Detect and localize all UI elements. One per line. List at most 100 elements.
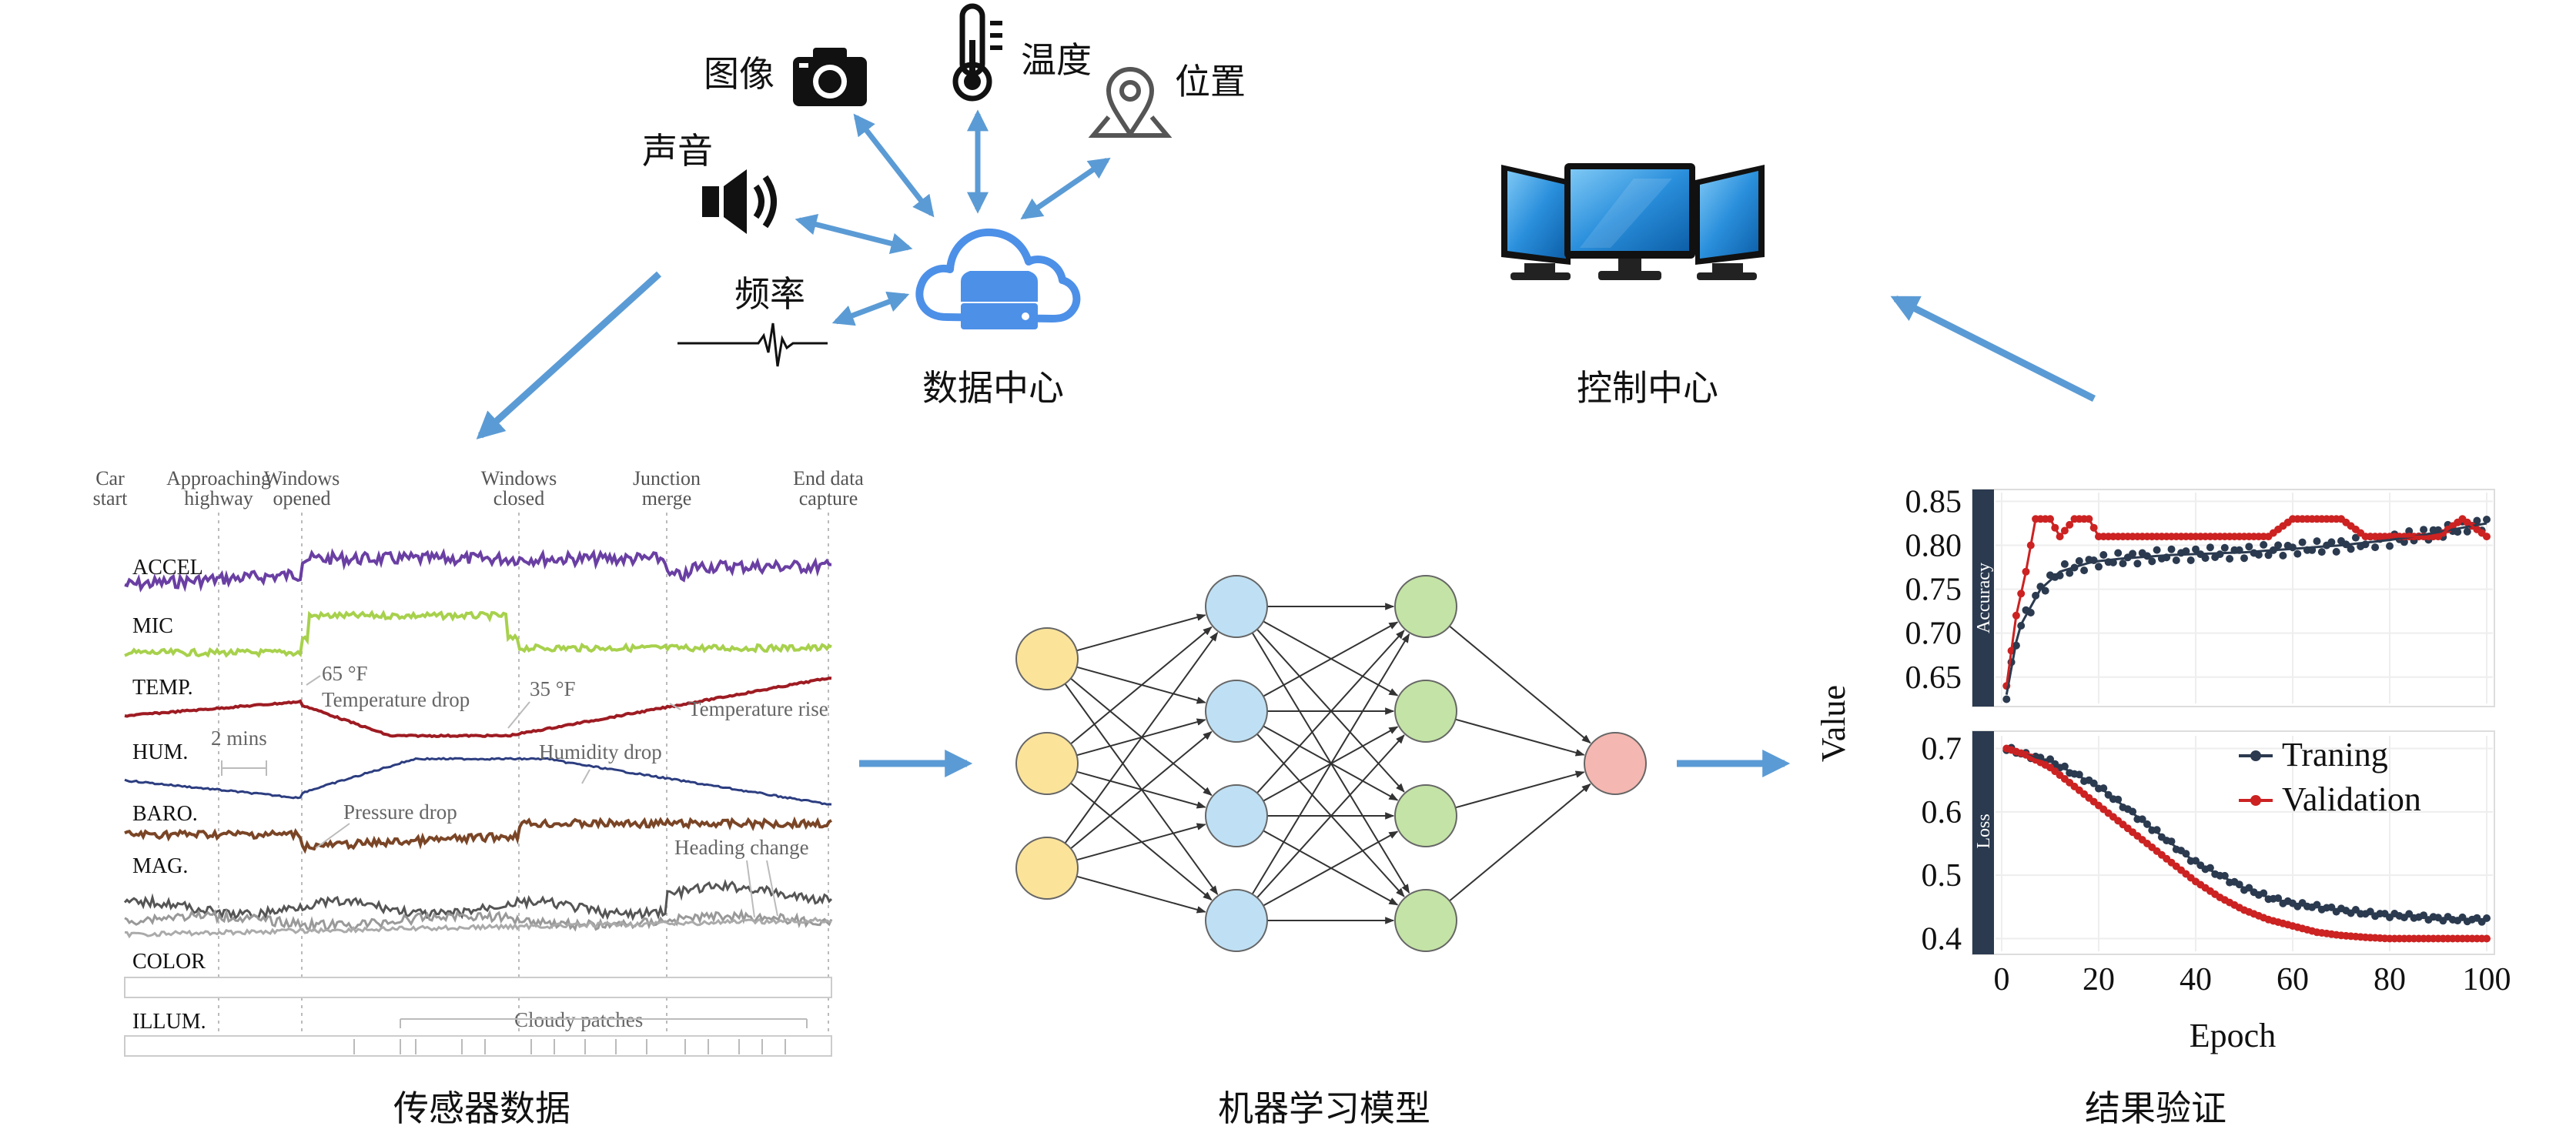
barometer-trace [124,816,832,854]
training-point [2206,543,2214,552]
annotation-temperature-drop: Temperature drop [322,688,470,711]
cloud-server-icon [915,228,1081,329]
event-label-line1: Windows [264,467,340,489]
event-label-line1: Junction [633,467,701,489]
y-tick: 0.80 [1905,529,1962,564]
source-sound: 声音 [642,130,777,234]
training-point [2095,563,2103,571]
accuracy-panel-label: Accuracy [1974,563,1994,633]
training-point [2347,545,2355,553]
illum-bar [124,1035,832,1057]
training-point [2220,543,2229,552]
monitors-icon [1501,163,1765,280]
training-point [2172,556,2180,564]
nn-edge [1455,770,1585,809]
speaker-icon [702,169,777,234]
nn-node-layer-1 [1205,889,1268,952]
event-label-line2: capture [799,487,858,510]
training-point [2274,541,2283,550]
training-point [2066,569,2074,577]
nn-nodes [1015,575,1647,952]
channel-label: ACCEL [132,556,203,580]
channel-label: ILLUM. [132,1010,206,1034]
annotation-leaders [221,675,808,1028]
y-tick: 0.70 [1905,616,1962,652]
magnetometer-trace-2 [124,907,833,933]
event-label-line1: End data [793,467,864,489]
x-tick: 40 [2180,962,2212,997]
x-tick: 60 [2277,962,2309,997]
event-label-line2: closed [493,487,544,510]
annotation-scale: 2 mins [211,727,267,750]
nn-node-layer-2 [1394,680,1457,743]
training-point [2119,560,2127,568]
event-label-line1: Approaching [166,467,271,489]
source-location: 位置 [1088,61,1246,139]
training-point [2313,537,2321,546]
training-point [2405,527,2414,535]
accuracy-strip [1972,489,1994,707]
neural-network: 机器学习模型 [1015,575,1647,1129]
source-image: 图像 [704,48,867,106]
training-point [2386,542,2394,550]
nn-edge [1076,875,1206,914]
loss-validation-fit [2006,747,2487,940]
results-caption: 结果验证 [2085,1088,2226,1129]
training-point [2099,551,2108,559]
channel-label: BARO. [132,802,198,826]
nn-edges [1064,603,1591,924]
training-point [2400,538,2408,546]
sensor-data-panel: CarstartApproachinghighwayWindowsopenedW… [93,467,865,1129]
training-point [2167,545,2176,553]
source-temperature: 温度 [952,3,1092,102]
location-icon [1088,67,1173,139]
nn-edge [1449,625,1591,743]
event-label-line2: merge [642,487,692,510]
arrow-results-to-control [1890,295,2096,403]
nn-node-layer-2 [1394,575,1457,638]
sensor-annotations: 65 °F Temperature drop 35 °F Temperature… [211,662,828,1031]
channel-label: MAG. [132,854,188,878]
chart-legend: Traning Validation [2239,736,2421,818]
source-frequency: 频率 [677,273,828,367]
accuracy-grid [1996,493,2493,703]
annotation-temperature-rise: Temperature rise [688,697,828,720]
training-point [2327,538,2336,546]
nn-edge [1256,734,1405,899]
accuracy-ytick-labels: 0.850.800.750.700.65 [1905,484,1962,695]
training-point [2483,914,2491,922]
training-point [2201,554,2210,563]
loss-grid [1996,736,2493,951]
training-point [2245,543,2253,551]
x-axis-label: Epoch [2190,1017,2276,1054]
training-point [2332,547,2340,556]
training-point [2192,545,2200,553]
sensor-traces [123,548,833,939]
training-point [2186,556,2195,564]
source-image-label: 图像 [704,53,774,95]
training-point [2420,526,2428,534]
training-point [2279,551,2287,560]
training-point [2075,556,2083,565]
training-point [2148,557,2156,566]
nn-caption: 机器学习模型 [1218,1088,1430,1129]
nn-node-layer-1 [1205,575,1268,638]
nn-node-layer-2 [1394,889,1457,952]
sensor-events: CarstartApproachinghighwayWindowsopenedW… [93,467,865,510]
color-bar [124,977,832,998]
training-point [2041,586,2049,595]
training-point [2371,543,2380,552]
data-center-label: 数据中心 [922,367,1064,409]
accel-trace [124,548,832,593]
training-point [2293,550,2302,558]
arrow-datacenter-to-sensor [476,271,662,439]
magnetometer-trace-1 [123,878,833,921]
nn-node-layer-0 [1015,732,1079,795]
x-tick: 80 [2374,962,2406,997]
y-tick: 0.7 [1922,731,1962,767]
nn-edge [1449,784,1591,902]
accuracy-validation-fit [2005,517,2487,687]
training-point [2463,527,2471,536]
